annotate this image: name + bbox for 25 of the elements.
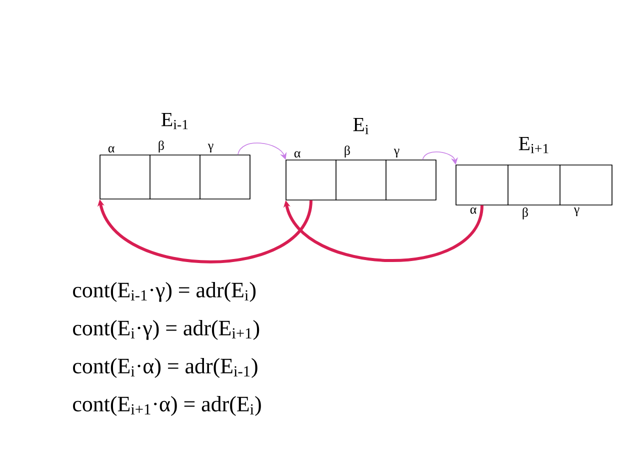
node-label: γ <box>574 208 580 216</box>
node-label: β <box>344 146 350 158</box>
node-label: γ <box>394 148 400 158</box>
node-label: E$_{i-1}$ <box>162 113 188 130</box>
record-cell: γ <box>560 164 612 216</box>
record-cell: β <box>508 164 560 220</box>
record-cell: α <box>100 146 150 200</box>
record-cell: α <box>456 164 508 214</box>
record-cell: γ <box>200 144 250 200</box>
record-cell: β <box>150 140 200 200</box>
node-label: α <box>108 146 114 152</box>
node-label: β <box>522 207 528 220</box>
node-label: α <box>470 207 476 214</box>
equation: cont(E$_{i}$·α) = adr(E$_{i-1}$) <box>73 358 258 378</box>
node-label: β <box>158 140 164 152</box>
equation: cont(E$_{i-1}$·γ) = adr(E$_{i}$) <box>73 282 256 302</box>
equation: cont(E$_{i}$·γ) = adr(E$_{i+1}$) <box>73 320 260 340</box>
node-label: γ <box>208 144 214 152</box>
node-label: E$_{i+1}$ <box>518 137 548 154</box>
record-cell: γ <box>386 148 436 200</box>
node-label: α <box>294 151 300 158</box>
record-cell: β <box>336 146 386 200</box>
node-label: E$_{i}$ <box>353 118 369 134</box>
record-cell: α <box>286 151 336 200</box>
equation: cont(E$_{i+1}$·α) = adr(E$_{i}$) <box>73 396 261 416</box>
